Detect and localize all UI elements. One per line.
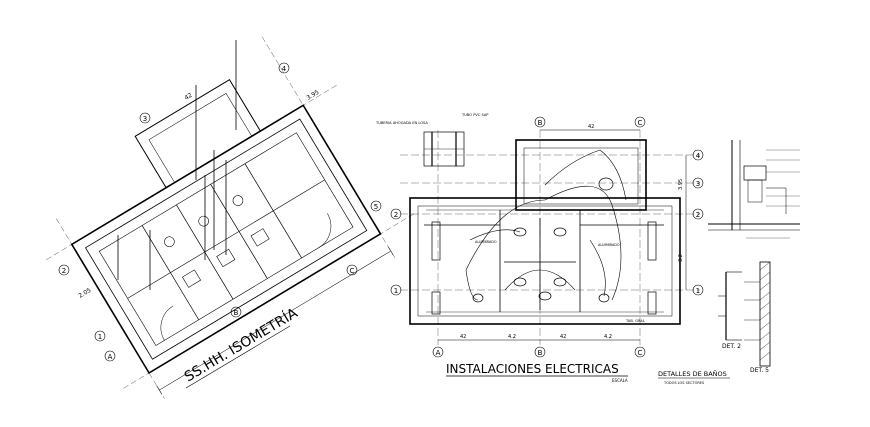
plan-axis-bubbles: B C A B C 2 1 4 3 2 1 — [390, 116, 704, 358]
iso-axis-B: B — [234, 309, 239, 317]
iso-axis-1: 1 — [98, 333, 102, 341]
electrical-plan-title: INSTALACIONES ELECTRICAS — [446, 362, 619, 376]
isometric-view: A 1 2 3 4 5 C B 42 3.95 2.05 SS.HH. ISOM… — [46, 36, 415, 399]
isometric-risers — [117, 40, 237, 290]
electrical-plan-subtitle: ESCALA — [612, 378, 628, 383]
bathroom-details: DET. 2 DET. 5 DETALLES DE BAÑOS TODOS LO… — [658, 140, 800, 385]
details-subtitle: TODOS LOS SECTORES — [663, 381, 705, 385]
plan-axis-left-2: 2 — [394, 211, 398, 219]
plan-dimension-lines — [438, 129, 687, 341]
conduit-note-1: TUBO PVC SAP — [461, 113, 489, 117]
iso-axis-4: 4 — [282, 65, 287, 73]
plan-axis-right-4: 4 — [696, 152, 701, 160]
iso-axis-2: 2 — [62, 267, 66, 275]
details-title: DETALLES DE BAÑOS — [658, 369, 727, 378]
plan-axis-right-2: 2 — [696, 211, 700, 219]
plan-axis-bottom-C: C — [638, 349, 643, 357]
det-2-label: DET. 2 — [722, 343, 741, 350]
plan-dim-bottom-2: 4.2 — [508, 334, 516, 340]
plan-axis-top-C: C — [638, 119, 643, 127]
svg-text:ALUMBRADO: ALUMBRADO — [598, 243, 620, 247]
iso-axis-C: C — [350, 267, 355, 275]
iso-dim-2: 3.95 — [305, 89, 320, 102]
isometric-axis-bubbles: A 1 2 3 4 5 C B — [58, 62, 382, 362]
plan-dim-bottom-4: 4.2 — [604, 334, 612, 340]
plan-axis-right-3: 3 — [696, 180, 700, 188]
toilets — [472, 177, 614, 303]
conduit-note-2: TUBERIA AHOGADA EN LOSA — [375, 121, 428, 125]
circuit-runs — [465, 149, 627, 301]
iso-axis-3: 3 — [143, 115, 147, 123]
svg-text:ALUMBRADO: ALUMBRADO — [475, 240, 497, 244]
iso-dim-3: 2.05 — [77, 287, 92, 300]
plan-axis-top-B: B — [538, 119, 543, 127]
iso-dim-1: 42 — [183, 92, 193, 102]
detail-upper — [708, 140, 800, 239]
detail-5 — [744, 261, 771, 367]
plan-axis-bottom-B: B — [538, 349, 543, 357]
plan-dim-bottom-1: 42 — [460, 334, 466, 340]
plan-dim-top: 42 — [588, 124, 594, 130]
plan-axis-right-1: 1 — [696, 287, 700, 295]
isometric-title: SS.HH. ISOMETRÍA — [181, 304, 301, 385]
plan-axis-left-1: 1 — [394, 287, 398, 295]
iso-axis-A: A — [108, 353, 113, 361]
plan-axis-bottom-A: A — [436, 349, 441, 357]
plan-dim-side-1: 3.95 — [678, 179, 684, 190]
plan-grid-lines — [400, 130, 700, 345]
electrical-plan: TUBO PVC SAP TUBERIA AHOGADA EN LOSA — [375, 113, 704, 383]
iso-axis-5: 5 — [374, 203, 378, 211]
plan-dim-bottom-3: 42 — [560, 334, 566, 340]
conduit-detail: TUBO PVC SAP TUBERIA AHOGADA EN LOSA — [375, 113, 489, 167]
detail-2 — [718, 271, 742, 341]
plan-dim-side-2: 3.2 — [678, 254, 684, 262]
plan-partitions — [424, 210, 664, 312]
det-5-label: DET. 5 — [750, 367, 769, 374]
svg-text:TAB. GRAL: TAB. GRAL — [625, 319, 645, 323]
